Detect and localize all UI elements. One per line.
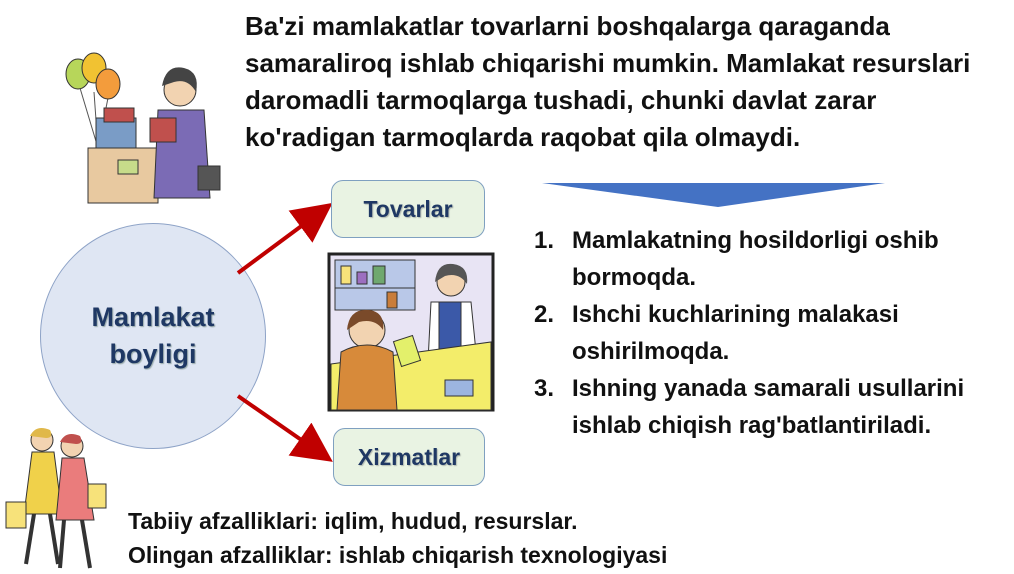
services-box: Xizmatlar <box>333 428 485 486</box>
walking-shoppers-clipart-icon <box>5 428 107 569</box>
list-item: 1. Mamlakatning hosildorligi oshib bormo… <box>534 222 1004 296</box>
acquired-advantages-line: Olingan afzalliklar: ishlab chiqarish te… <box>128 542 668 568</box>
list-item-text: Ishchi kuchlarining malakasi oshirilmoqd… <box>572 301 899 365</box>
circle-label-line: Mamlakat <box>91 302 215 332</box>
list-item-text: Ishning yanada samarali usullarini ishla… <box>572 375 965 439</box>
intro-line: samaraliroq ishlab chiqarishi mumkin. Ma… <box>245 48 971 78</box>
arrow-to-services <box>236 394 333 462</box>
list-item: 3. Ishning yanada samarali usullarini is… <box>534 370 1004 444</box>
natural-advantages-line: Tabiiy afzalliklari: iqlim, hudud, resur… <box>128 508 578 534</box>
benefits-list: 1. Mamlakatning hosildorligi oshib bormo… <box>534 222 1004 444</box>
list-item-text: Mamlakatning hosildorligi oshib bormoqda… <box>572 227 939 291</box>
intro-line: daromadli tarmoqlarga tushadi, chunki da… <box>245 85 877 115</box>
advantages-text: Tabiiy afzalliklari: iqlim, hudud, resur… <box>128 504 667 572</box>
intro-text: Ba'zi mamlakatlar tovarlarni boshqalarga… <box>245 8 1005 156</box>
intro-line: ko'radigan tarmoqlarda raqobat qila olma… <box>245 122 801 152</box>
list-item-number: 3. <box>534 375 555 402</box>
list-item: 2. Ishchi kuchlarining malakasi oshirilm… <box>534 296 1004 370</box>
list-item-number: 2. <box>534 301 555 328</box>
arrow-to-goods <box>236 202 333 275</box>
list-item-number: 1. <box>534 227 555 254</box>
intro-line: Ba'zi mamlakatlar tovarlarni boshqalarga… <box>245 11 890 41</box>
shopper-with-balloons-clipart-icon <box>65 52 221 204</box>
country-wealth-circle: Mamlakat boyligi <box>40 223 266 449</box>
circle-label-line: boyligi <box>109 339 197 369</box>
down-arrow-icon <box>542 183 885 207</box>
pharmacy-counter-clipart-icon <box>327 252 495 412</box>
goods-box: Tovarlar <box>331 180 485 238</box>
